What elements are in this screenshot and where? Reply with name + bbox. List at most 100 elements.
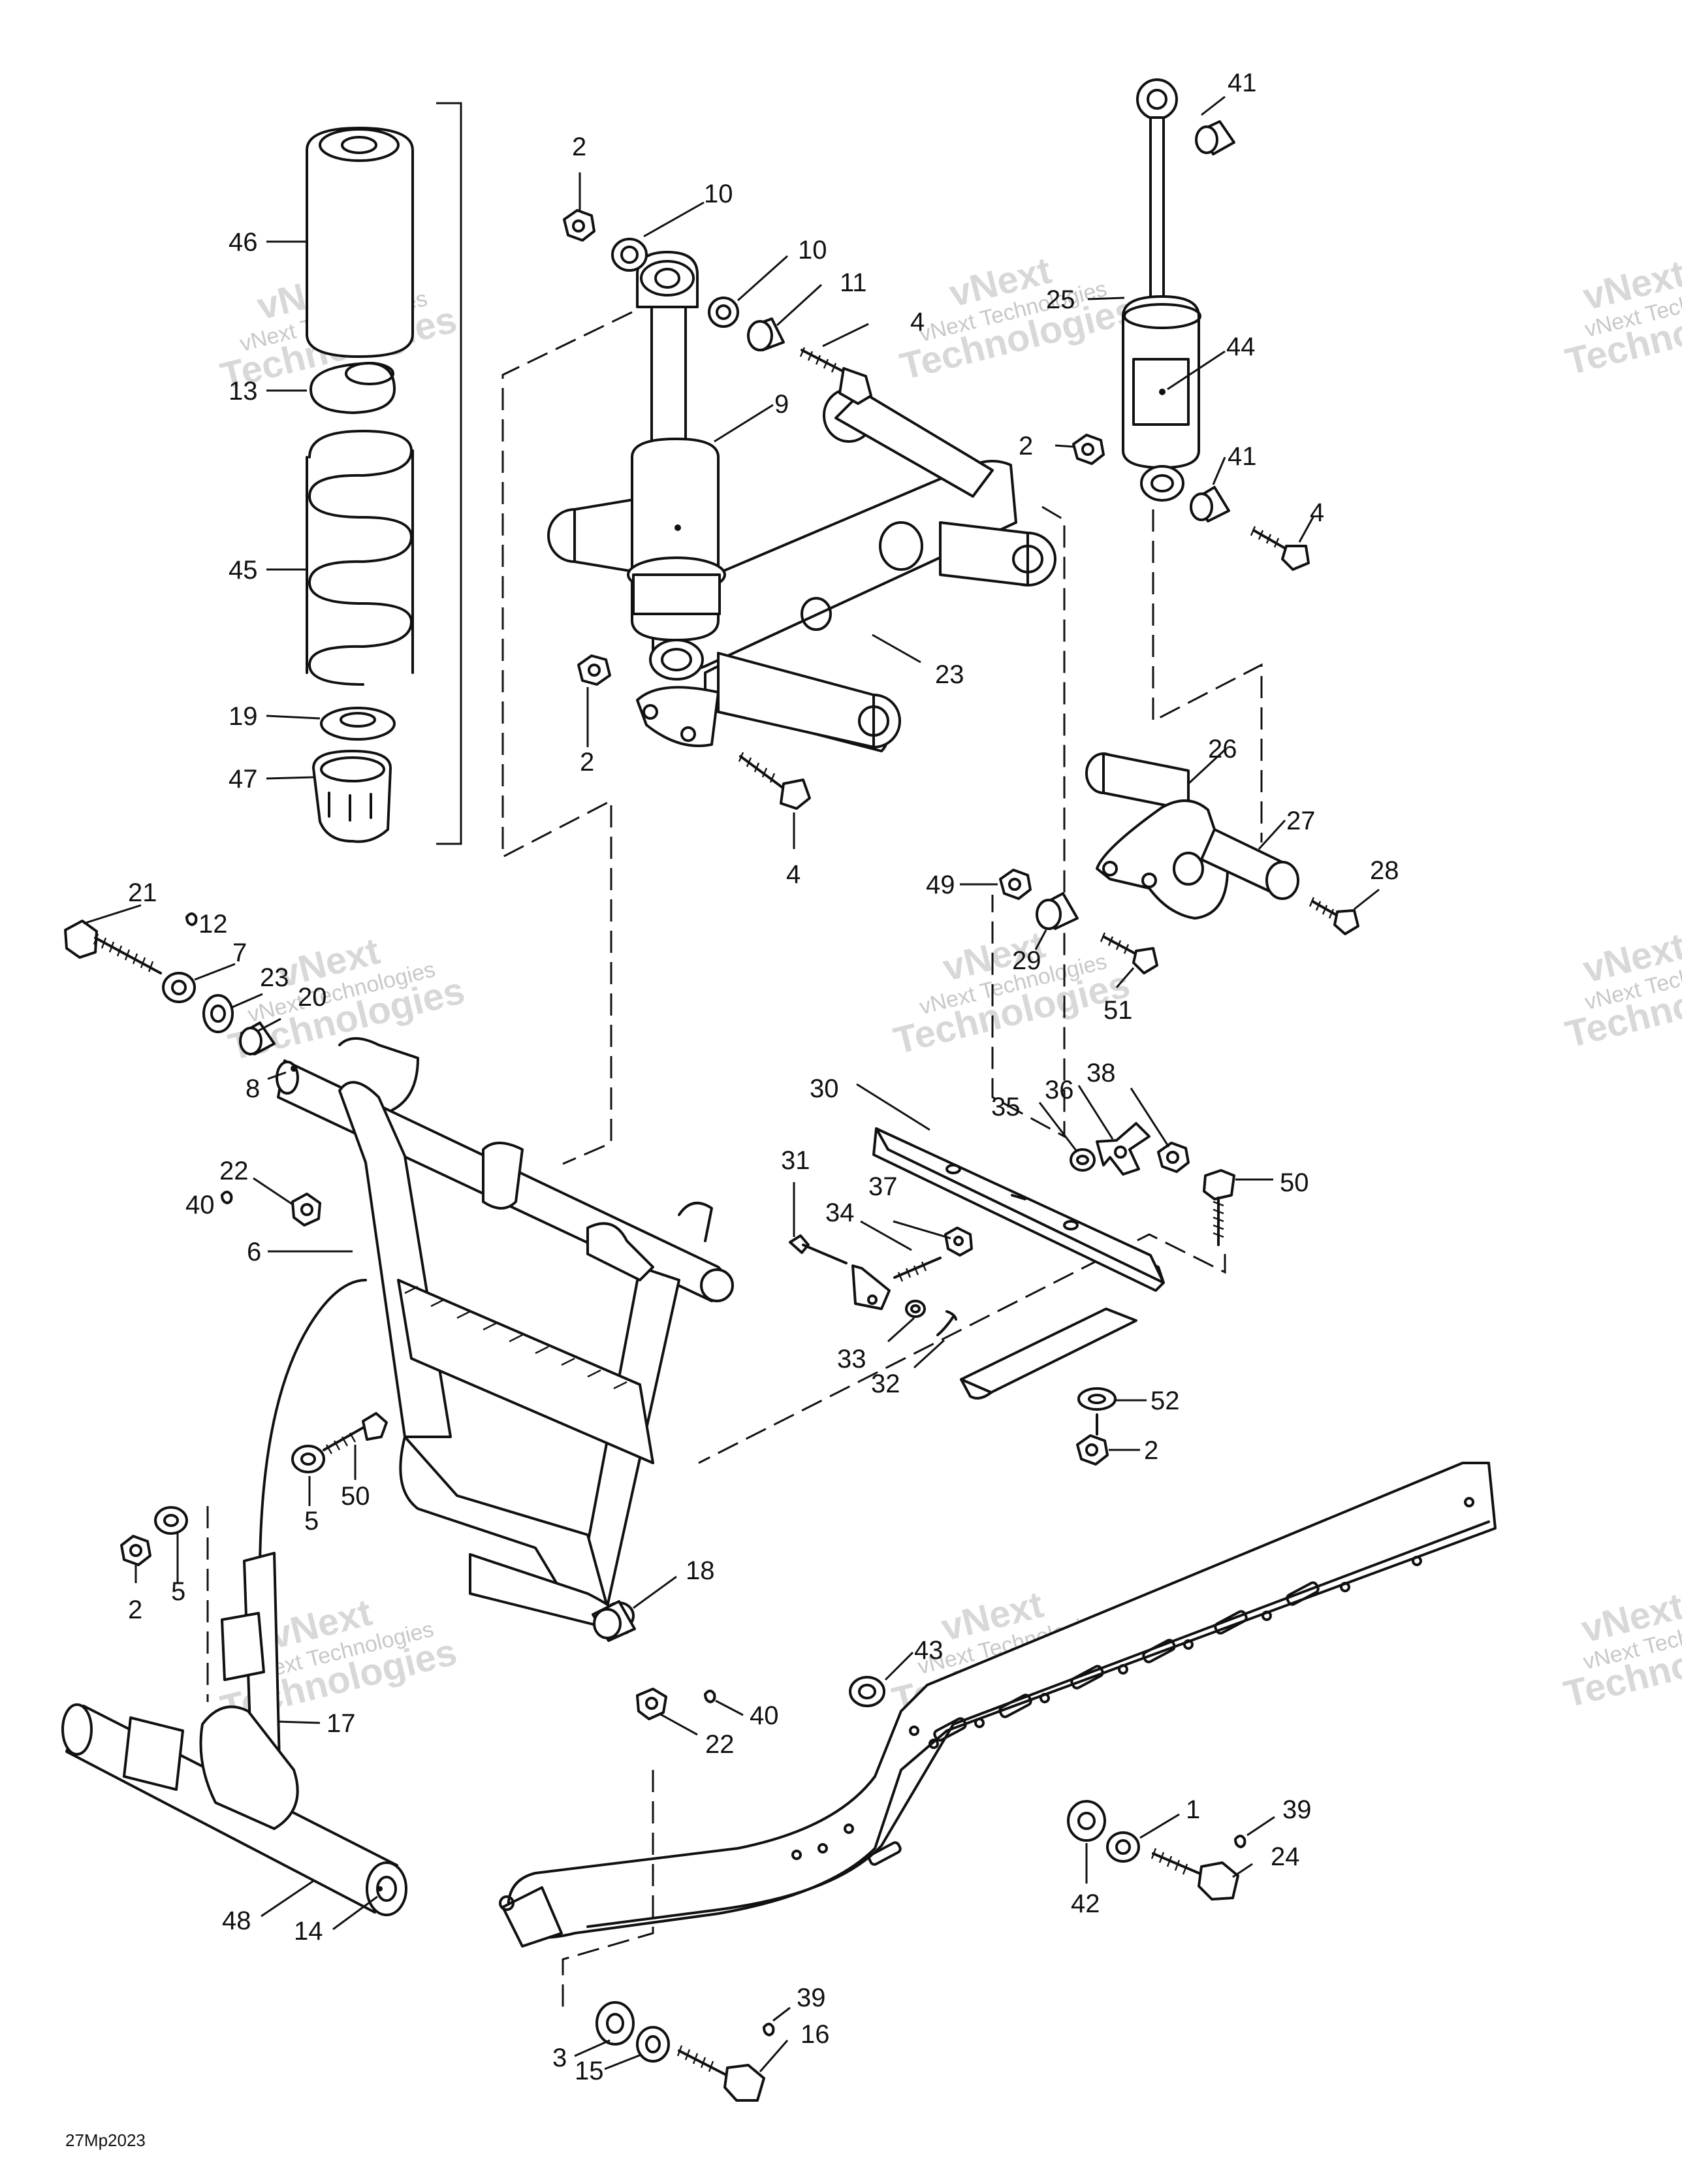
- part-16-bolt: [676, 2045, 765, 2102]
- callout-26: 26: [1208, 735, 1237, 763]
- part-10-washer-b: [708, 297, 739, 328]
- part-30-base-plate: [960, 1308, 1137, 1400]
- part-44-rear-shock: [1122, 78, 1201, 502]
- callout-33: 33: [837, 1345, 866, 1373]
- part-38-nut: [1157, 1142, 1190, 1173]
- watermark: vNext Technologies vNext Technologies: [1561, 252, 1682, 383]
- callout-39: 39: [1282, 1795, 1312, 1824]
- callout-5: 5: [171, 1577, 185, 1606]
- callout-6: 6: [247, 1238, 261, 1266]
- callout-46: 46: [229, 228, 258, 257]
- part-6-arm-frame: [276, 1037, 734, 1634]
- part-3-washer: [595, 2001, 635, 2046]
- callout-42: 42: [1071, 1889, 1100, 1918]
- callout-5: 5: [304, 1507, 319, 1535]
- callout-40: 40: [750, 1701, 779, 1730]
- callout-10: 10: [704, 180, 733, 208]
- callout-21: 21: [128, 878, 157, 907]
- rear-shock-assembly: [991, 78, 1310, 1138]
- callout-48: 48: [222, 1906, 251, 1935]
- part-11-bushing: [747, 317, 785, 351]
- callout-28: 28: [1370, 856, 1399, 885]
- callout-17: 17: [326, 1709, 356, 1738]
- thread-locker-drops: [185, 912, 1246, 2036]
- callout-2: 2: [1019, 432, 1033, 460]
- callout-4: 4: [786, 860, 801, 889]
- part-46-boot: [306, 127, 414, 358]
- callout-41: 41: [1228, 442, 1257, 471]
- callout-2: 2: [580, 748, 594, 777]
- callout-19: 19: [229, 702, 258, 731]
- part-35-washer: [1070, 1148, 1096, 1172]
- part-7-washer: [162, 972, 196, 1003]
- spring-assembly: [306, 102, 462, 845]
- callout-12: 12: [198, 910, 228, 939]
- callout-23: 23: [260, 963, 289, 992]
- callout-3: 3: [552, 2044, 567, 2072]
- callout-50: 50: [1280, 1168, 1309, 1197]
- callout-39: 39: [797, 1983, 826, 2012]
- callout-20: 20: [298, 983, 327, 1012]
- part-31-bolt: [789, 1234, 848, 1264]
- watermark: vNext Technologies vNext Technologies: [1560, 1584, 1682, 1716]
- part-50-bolt-a: [1203, 1169, 1235, 1246]
- callout-50: 50: [341, 1482, 370, 1511]
- callout-7: 7: [232, 939, 247, 967]
- part-4-bolt-b: [738, 752, 811, 810]
- callout-23: 23: [935, 660, 964, 689]
- callout-25: 25: [1046, 285, 1075, 314]
- part-48-axle: [61, 1703, 407, 1916]
- callout-10: 10: [798, 236, 827, 265]
- part-28-bolt: [1309, 897, 1359, 935]
- rail-holes: [791, 1497, 1474, 1860]
- callout-30: 30: [810, 1074, 839, 1103]
- part-15-washer: [636, 2026, 670, 2063]
- part-20-bushing: [239, 1021, 276, 1055]
- callout-labels: 46 13 45 19 47 2 10 10 11 4 9 23 2 4 41 …: [128, 69, 1399, 2085]
- callout-45: 45: [229, 556, 258, 585]
- front-shock-arm-assembly: [501, 209, 1056, 1165]
- callout-35: 35: [991, 1093, 1021, 1121]
- part-2-nut-left: [120, 1535, 151, 1566]
- watermark: vNext Technologies vNext Technologies: [889, 923, 1134, 1063]
- part-1-washer: [1106, 1831, 1140, 1863]
- front-arm-frame: [64, 920, 734, 1642]
- callout-40: 40: [185, 1191, 215, 1219]
- stopper-assembly: [698, 1122, 1235, 1466]
- callout-9: 9: [774, 390, 789, 419]
- part-2-nut-top: [563, 209, 595, 242]
- leader-lines: [83, 95, 1380, 2072]
- part-33-washer: [905, 1300, 926, 1318]
- slide-rail-assembly: [499, 1462, 1497, 1948]
- part-45-spring: [306, 430, 414, 686]
- part-49-nut: [999, 869, 1032, 900]
- part-9-front-shock: [627, 251, 726, 681]
- part-4-bolt-a: [799, 347, 872, 405]
- callout-49: 49: [926, 871, 955, 899]
- callout-13: 13: [229, 377, 258, 406]
- part-23-swing-arm: [547, 388, 1056, 752]
- part-24-bolt: [1150, 1848, 1239, 1901]
- part-41-bushing-b: [1190, 486, 1230, 522]
- front-axle-assembly: [61, 912, 1246, 2102]
- part-22-grease-fitting-b: [636, 1688, 667, 1720]
- watermark: vNext Technologies vNext Technologies: [1561, 925, 1682, 1056]
- callout-51: 51: [1103, 996, 1133, 1025]
- callout-36: 36: [1045, 1076, 1074, 1104]
- part-5-washer-left: [154, 1506, 188, 1535]
- callout-4: 4: [1310, 498, 1324, 527]
- callout-24: 24: [1271, 1842, 1300, 1871]
- callout-2: 2: [128, 1596, 142, 1624]
- pivot-arm-assembly: [999, 752, 1359, 974]
- drawing-code: 27Mp2023: [65, 2130, 146, 2150]
- part-22-grease-fitting: [291, 1193, 321, 1227]
- part-32-pin: [936, 1310, 957, 1336]
- part-37-nut-bolt: [893, 1227, 973, 1282]
- part-19-collar: [320, 707, 396, 741]
- part-4-bolt-c: [1250, 526, 1310, 571]
- callout-38: 38: [1087, 1059, 1116, 1087]
- part-51-bolt: [1100, 932, 1158, 974]
- part-42-washer: [1067, 1800, 1106, 1842]
- callout-27: 27: [1286, 807, 1316, 835]
- callout-2: 2: [1144, 1436, 1158, 1465]
